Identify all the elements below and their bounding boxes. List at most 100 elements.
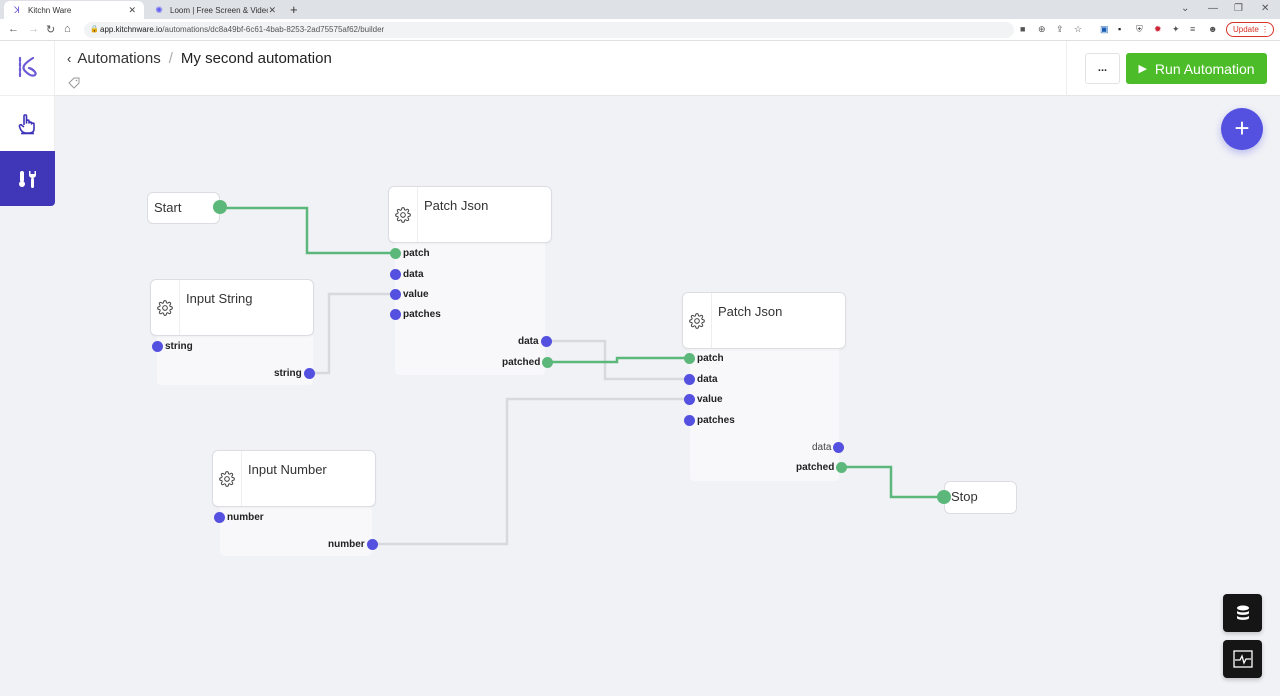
input-number-output[interactable]: number: [328, 538, 378, 550]
restore-icon[interactable]: ❐: [1234, 3, 1243, 14]
port-label: patched: [502, 356, 541, 368]
more-options-button[interactable]: ...: [1085, 53, 1120, 84]
puzzle-extensions-icon[interactable]: ✦: [1172, 24, 1180, 34]
patch2-input-data[interactable]: data: [684, 373, 718, 385]
start-node[interactable]: Start: [147, 192, 220, 224]
tab-search-icon[interactable]: ⌄: [1181, 3, 1190, 14]
extension-icon[interactable]: ✹: [1154, 24, 1162, 34]
back-icon[interactable]: ←: [8, 23, 19, 35]
update-label: Update: [1233, 25, 1259, 34]
patch1-input-patch[interactable]: patch: [390, 247, 430, 259]
lock-icon: 🔒: [90, 26, 99, 33]
patch1-output-data[interactable]: data: [518, 335, 552, 347]
minimize-icon[interactable]: —: [1208, 3, 1218, 14]
patch1-input-patches[interactable]: patches: [390, 308, 441, 320]
breadcrumb: ‹ Automations / My second automation: [67, 50, 332, 67]
zoom-icon[interactable]: ⊕: [1038, 24, 1046, 34]
new-tab-icon[interactable]: +: [290, 2, 298, 17]
close-tab-icon[interactable]: ✕: [128, 4, 136, 15]
settings-gear-icon[interactable]: [389, 187, 418, 242]
node-title: Patch Json: [424, 198, 489, 213]
settings-gear-icon[interactable]: [151, 280, 180, 335]
back-chevron-icon[interactable]: ‹: [67, 51, 72, 66]
database-icon: [1236, 605, 1249, 620]
activity-monitor-icon: [1232, 650, 1253, 668]
browser-tab-loom[interactable]: ✺ Loom | Free Screen & Video Rec ✕: [146, 1, 284, 19]
wire-patch2-to-stop: [838, 465, 944, 499]
input-number-input[interactable]: number: [214, 511, 264, 523]
breadcrumb-separator: /: [168, 50, 173, 67]
page-title[interactable]: My second automation: [180, 50, 332, 67]
input-string-input[interactable]: string: [152, 340, 193, 352]
start-node-label: Start: [154, 200, 182, 215]
bookmark-star-icon[interactable]: ☆: [1074, 24, 1083, 34]
sidebar-logo[interactable]: [0, 41, 55, 96]
extension-icon[interactable]: ▣: [1100, 24, 1109, 34]
profile-icon[interactable]: ☻: [1208, 24, 1218, 34]
sidebar-item-tools[interactable]: [0, 151, 55, 206]
reload-icon[interactable]: ↻: [46, 24, 56, 36]
url-field[interactable]: 🔒 app.kitchnware.io/automations/dc8a49bf…: [84, 22, 1014, 38]
port-label: data: [812, 441, 832, 453]
settings-gear-icon[interactable]: [213, 451, 242, 506]
node-title: Input String: [186, 291, 253, 306]
port-label: patched: [796, 461, 835, 473]
browser-tab-kitchnware[interactable]: ꓘ Kitchn Ware ✕: [4, 1, 144, 19]
port-label: patch: [403, 247, 430, 259]
patch1-output-patched[interactable]: patched: [502, 356, 554, 368]
loom-favicon-icon: ✺: [155, 5, 163, 15]
url-host: app.kitchnware.io: [100, 25, 163, 34]
patch2-input-value[interactable]: value: [684, 393, 723, 405]
stop-input-port[interactable]: [937, 490, 951, 504]
add-node-button[interactable]: +: [1221, 108, 1263, 150]
wire-patch1-patched-to-patch2-patch: [544, 356, 689, 364]
tab-title: Loom | Free Screen & Video Rec: [170, 5, 269, 15]
reading-list-icon[interactable]: ≡: [1190, 24, 1196, 34]
app-header: ‹ Automations / My second automation ...…: [55, 41, 1280, 96]
kitchnware-favicon-icon: ꓘ: [14, 5, 20, 15]
patch2-output-patched[interactable]: patched: [796, 461, 848, 473]
tab-title: Kitchn Ware: [28, 5, 72, 15]
shield-extension-icon[interactable]: ⛨: [1136, 24, 1143, 34]
kitchnware-logo-icon: [18, 56, 37, 79]
patch1-input-data[interactable]: data: [390, 268, 424, 280]
input-string-node-body: [157, 333, 313, 385]
home-icon[interactable]: ⌂: [64, 23, 71, 35]
pointer-hand-icon: [18, 113, 35, 134]
sidebar-item-triggers[interactable]: [0, 96, 55, 151]
wire-number-to-patch2-value: [369, 397, 689, 546]
browser-update-button[interactable]: Update ⋮: [1226, 22, 1274, 37]
camera-icon[interactable]: ■: [1020, 24, 1026, 34]
port-label: patches: [403, 308, 441, 320]
share-icon[interactable]: ⇪: [1056, 24, 1064, 34]
activity-monitor-button[interactable]: [1223, 640, 1262, 678]
port-label: string: [165, 340, 193, 352]
url-path: /automations/dc8a49bf-6c61-4bab-8253-2ad…: [162, 25, 385, 34]
patch2-input-patches[interactable]: patches: [684, 414, 735, 426]
patch1-input-value[interactable]: value: [390, 288, 429, 300]
input-string-node[interactable]: Input String: [150, 279, 314, 336]
forward-icon[interactable]: →: [28, 23, 39, 35]
stop-node[interactable]: Stop: [944, 481, 1017, 514]
settings-gear-icon[interactable]: [683, 293, 712, 348]
patch-json-node-1[interactable]: Patch Json: [388, 186, 552, 243]
run-automation-button[interactable]: ▶ Run Automation: [1126, 53, 1267, 84]
start-output-port[interactable]: [213, 200, 227, 214]
input-number-node[interactable]: Input Number: [212, 450, 376, 507]
breadcrumb-automations-link[interactable]: Automations: [77, 50, 161, 67]
patch2-input-patch[interactable]: patch: [684, 352, 724, 364]
port-label: patch: [697, 352, 724, 364]
tag-icon[interactable]: [68, 77, 80, 92]
port-label: data: [403, 268, 424, 280]
play-icon: ▶: [1138, 63, 1147, 75]
window-close-icon[interactable]: ✕: [1261, 3, 1270, 14]
extension-icon[interactable]: ▪: [1118, 24, 1122, 34]
input-string-output[interactable]: string: [274, 367, 315, 379]
patch2-output-data[interactable]: data: [812, 441, 845, 453]
patch-json-node-2[interactable]: Patch Json: [682, 292, 846, 349]
close-tab-icon[interactable]: ✕: [268, 4, 276, 15]
node-title: Input Number: [248, 462, 327, 477]
port-label: number: [328, 538, 365, 550]
patch-json-node-2-body: [690, 346, 839, 481]
database-button[interactable]: [1223, 594, 1262, 632]
